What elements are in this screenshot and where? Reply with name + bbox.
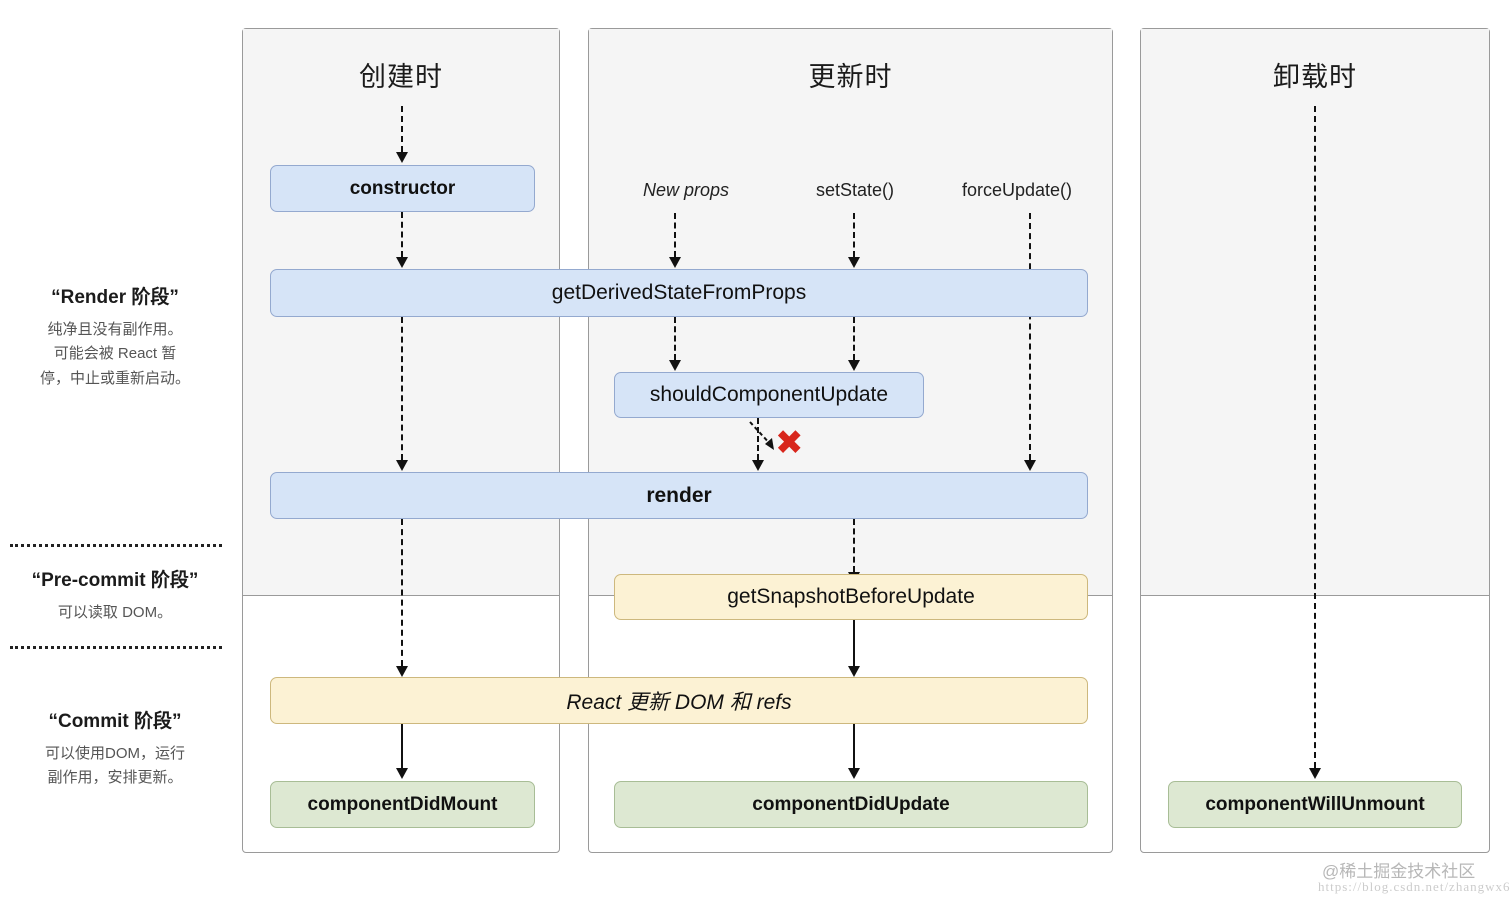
trigger-label-new-props: New props xyxy=(642,180,730,200)
connector-domupdate-to-did-mount xyxy=(401,724,403,768)
connector-skip-render xyxy=(749,421,774,450)
trigger-label-set-state: setState() xyxy=(815,180,895,200)
arrowhead-scu-right xyxy=(848,360,860,371)
box-react-updates-dom[interactable]: React 更新 DOM 和 refs xyxy=(270,677,1088,724)
phase-render-description: 纯净且没有副作用。 可能会被 React 暂 停，中止或重新启动。 xyxy=(39,321,190,387)
arrowhead-mount-render xyxy=(396,460,408,471)
column-title-update: 更新时 xyxy=(808,62,893,92)
phase-pre-commit: “Pre-commit 阶段” 可以读取 DOM。 xyxy=(5,565,225,625)
column-title-mount: 创建时 xyxy=(359,62,443,92)
arrowhead-mount-domupdate xyxy=(396,666,408,677)
arrowhead-mount-constructor xyxy=(396,152,408,163)
trigger-label-force-update: forceUpdate() xyxy=(961,180,1073,200)
watermark-url: https://blog.csdn.net/zhangwx6 xyxy=(1318,879,1511,894)
phase-pre-commit-description: 可以读取 DOM。 xyxy=(57,604,173,621)
connector-gdsfp-to-scu-left xyxy=(674,317,676,360)
connector-new-props-to-gdsfp xyxy=(674,213,676,257)
connector-render-to-snapshot xyxy=(853,519,855,572)
arrowhead-component-did-update xyxy=(848,768,860,779)
skip-render-x-icon: ✖ xyxy=(775,423,804,463)
connector-scu-to-render xyxy=(757,418,759,460)
watermark-handle: @稀土掘金技术社区 xyxy=(1322,862,1476,881)
connector-constructor-to-gdsfp xyxy=(401,212,403,257)
box-get-snapshot-before-update[interactable]: getSnapshotBeforeUpdate xyxy=(614,574,1088,620)
arrowhead-mount-gdsfp xyxy=(396,257,408,268)
arrowhead-update-domupdate xyxy=(848,666,860,677)
box-component-did-update[interactable]: componentDidUpdate xyxy=(614,781,1088,828)
column-title-unmount: 卸载时 xyxy=(1273,62,1357,92)
phase-render-title: “Render 阶段” xyxy=(51,287,179,308)
phase-divider-top xyxy=(10,544,222,547)
phase-render: “Render 阶段” 纯净且没有副作用。 可能会被 React 暂 停，中止或… xyxy=(5,282,225,391)
arrowhead-set-state xyxy=(848,257,860,268)
arrowhead-component-will-unmount xyxy=(1309,768,1321,779)
connector-domupdate-to-did-update xyxy=(853,724,855,768)
arrowhead-new-props xyxy=(669,257,681,268)
box-get-derived-state-from-props[interactable]: getDerivedStateFromProps xyxy=(270,269,1088,317)
phase-pre-commit-title: “Pre-commit 阶段” xyxy=(31,570,199,591)
connector-render-to-domupdate-mount xyxy=(401,519,403,666)
connector-force-update-to-render xyxy=(1029,213,1031,460)
connector-unmount-title-to-will-unmount xyxy=(1314,106,1316,768)
arrowhead-component-did-mount xyxy=(396,768,408,779)
phase-commit-title: “Commit 阶段” xyxy=(48,711,182,732)
box-render[interactable]: render xyxy=(270,472,1088,519)
connector-gdsfp-to-render-mount xyxy=(401,317,403,460)
box-constructor[interactable]: constructor xyxy=(270,165,535,212)
connector-gdsfp-to-scu-right xyxy=(853,317,855,360)
phase-divider-bottom xyxy=(10,646,222,649)
phase-commit: “Commit 阶段” 可以使用DOM，运行 副作用，安排更新。 xyxy=(5,706,225,791)
connector-mount-title-to-constructor xyxy=(401,106,403,152)
box-component-did-mount[interactable]: componentDidMount xyxy=(270,781,535,828)
phase-commit-description: 可以使用DOM，运行 副作用，安排更新。 xyxy=(45,745,185,787)
arrowhead-scu-render xyxy=(752,460,764,471)
arrowhead-scu-left xyxy=(669,360,681,371)
box-component-will-unmount[interactable]: componentWillUnmount xyxy=(1168,781,1462,828)
connector-set-state-to-gdsfp xyxy=(853,213,855,257)
arrowhead-force-update-render xyxy=(1024,460,1036,471)
box-should-component-update[interactable]: shouldComponentUpdate xyxy=(614,372,924,418)
connector-snapshot-to-domupdate xyxy=(853,620,855,666)
